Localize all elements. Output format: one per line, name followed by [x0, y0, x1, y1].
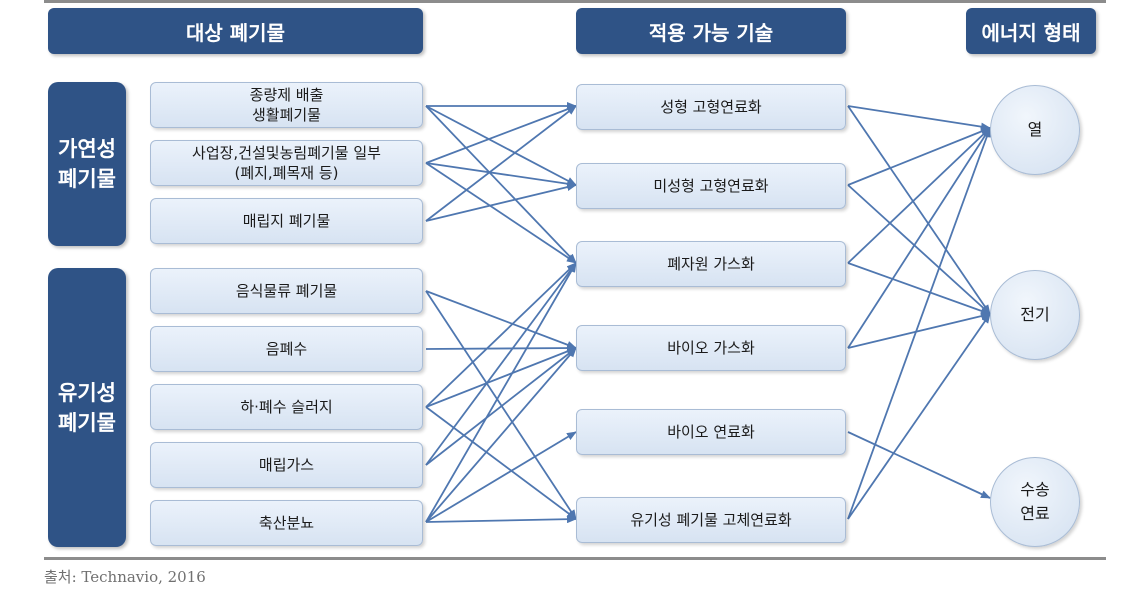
tech-to-energy-arrow — [847, 105, 991, 131]
tech-label: 폐자원 가스화 — [667, 255, 755, 273]
energy-circle-electricity: 전기 — [990, 270, 1080, 360]
bottom-rule — [44, 557, 1106, 560]
waste-to-tech-arrow — [425, 347, 577, 466]
waste-box-municipal: 종량제 배출 생활폐기물 — [150, 82, 423, 128]
tech-label: 유기성 폐기물 고체연료화 — [630, 511, 792, 529]
header-energy-form: 에너지 형태 — [966, 8, 1096, 54]
tech-to-energy-arrow — [847, 313, 991, 520]
waste-to-tech-arrow — [425, 262, 577, 408]
tech-box-molded-srf: 성형 고형연료화 — [576, 84, 846, 130]
tech-box-unmolded-srf: 미성형 고형연료화 — [576, 163, 846, 209]
waste-to-tech-arrow — [425, 431, 577, 523]
waste-to-tech-arrow — [425, 183, 577, 222]
tech-to-energy-arrow — [847, 127, 991, 264]
waste-to-tech-arrow — [425, 105, 577, 264]
category-combustible-waste: 가연성 폐기물 — [48, 82, 126, 246]
category-organic-line1: 유기성 — [58, 380, 116, 405]
waste-to-tech-arrow — [425, 347, 577, 408]
category-organic-line2: 폐기물 — [58, 410, 116, 435]
waste-to-tech-arrow — [425, 162, 577, 188]
tech-to-energy-arrow — [847, 431, 991, 499]
energy-label: 열 — [1027, 120, 1043, 139]
tech-box-biofuel: 바이오 연료화 — [576, 409, 846, 455]
waste-box-landfill: 매립지 폐기물 — [150, 198, 423, 244]
waste-label: 음폐수 — [265, 340, 308, 358]
waste-box-industrial: 사업장,건설및농림폐기물 일부 (폐지,폐목재 등) — [150, 140, 423, 186]
waste-to-tech-arrow — [425, 290, 577, 349]
waste-label: 하·폐수 슬러지 — [240, 398, 333, 416]
waste-to-tech-arrow — [425, 262, 577, 466]
tech-to-energy-arrow — [847, 127, 991, 186]
waste-box-food-wastewater: 음폐수 — [150, 326, 423, 372]
tech-box-organic-solid-fuel: 유기성 폐기물 고체연료화 — [576, 497, 846, 543]
waste-label: 매립가스 — [258, 456, 315, 474]
waste-box-sludge: 하·폐수 슬러지 — [150, 384, 423, 430]
waste-to-tech-arrow — [425, 290, 577, 520]
top-rule — [44, 0, 1106, 3]
waste-label-line1: 종량제 배출 — [249, 86, 324, 104]
tech-box-biogas: 바이오 가스화 — [576, 325, 846, 371]
tech-label: 바이오 연료화 — [667, 423, 755, 441]
waste-to-tech-arrow — [425, 262, 577, 523]
waste-label-line2: (폐지,폐목재 등) — [234, 164, 339, 182]
waste-to-tech-arrow — [425, 515, 577, 524]
waste-label: 축산분뇨 — [258, 514, 315, 532]
energy-circle-heat: 열 — [990, 85, 1080, 175]
category-organic-waste: 유기성 폐기물 — [48, 268, 126, 547]
tech-to-energy-arrow — [847, 127, 991, 520]
energy-circle-transport-fuel: 수송 연료 — [990, 457, 1080, 547]
waste-box-food: 음식물류 폐기물 — [150, 268, 423, 314]
tech-box-gasification: 폐자원 가스화 — [576, 241, 846, 287]
waste-to-tech-arrow — [425, 406, 577, 520]
header-applicable-technology: 적용 가능 기술 — [576, 8, 846, 54]
tech-label: 미성형 고형연료화 — [653, 177, 769, 195]
waste-to-tech-arrow — [425, 347, 577, 523]
category-combustible-line2: 폐기물 — [58, 167, 116, 191]
waste-to-tech-arrow — [425, 162, 577, 264]
tech-to-energy-arrow — [847, 127, 991, 349]
waste-label-line1: 사업장,건설및농림폐기물 일부 — [192, 144, 381, 162]
waste-to-tech-arrow — [425, 105, 577, 164]
tech-to-energy-arrow — [847, 184, 991, 315]
tech-label: 성형 고형연료화 — [660, 98, 762, 116]
tech-to-energy-arrow — [847, 262, 991, 315]
category-combustible-line1: 가연성 — [58, 137, 116, 161]
waste-label-line2: 생활폐기물 — [251, 106, 321, 124]
energy-label-line1: 수송 — [1020, 480, 1050, 499]
tech-label: 바이오 가스화 — [667, 339, 755, 357]
header-target-waste: 대상 폐기물 — [48, 8, 423, 54]
waste-to-tech-arrow — [425, 344, 577, 353]
waste-box-landfill-gas: 매립가스 — [150, 442, 423, 488]
energy-label-line2: 연료 — [1020, 504, 1050, 523]
tech-to-energy-arrow — [847, 312, 991, 349]
waste-label: 매립지 폐기물 — [242, 212, 331, 230]
waste-label: 음식물류 폐기물 — [235, 282, 338, 300]
waste-box-livestock: 축산분뇨 — [150, 500, 423, 546]
energy-label: 전기 — [1020, 305, 1050, 324]
waste-to-tech-arrow — [425, 105, 577, 186]
source-caption: 출처: Technavio, 2016 — [44, 568, 206, 586]
waste-to-tech-arrow — [425, 105, 577, 222]
tech-to-energy-arrow — [847, 105, 991, 315]
